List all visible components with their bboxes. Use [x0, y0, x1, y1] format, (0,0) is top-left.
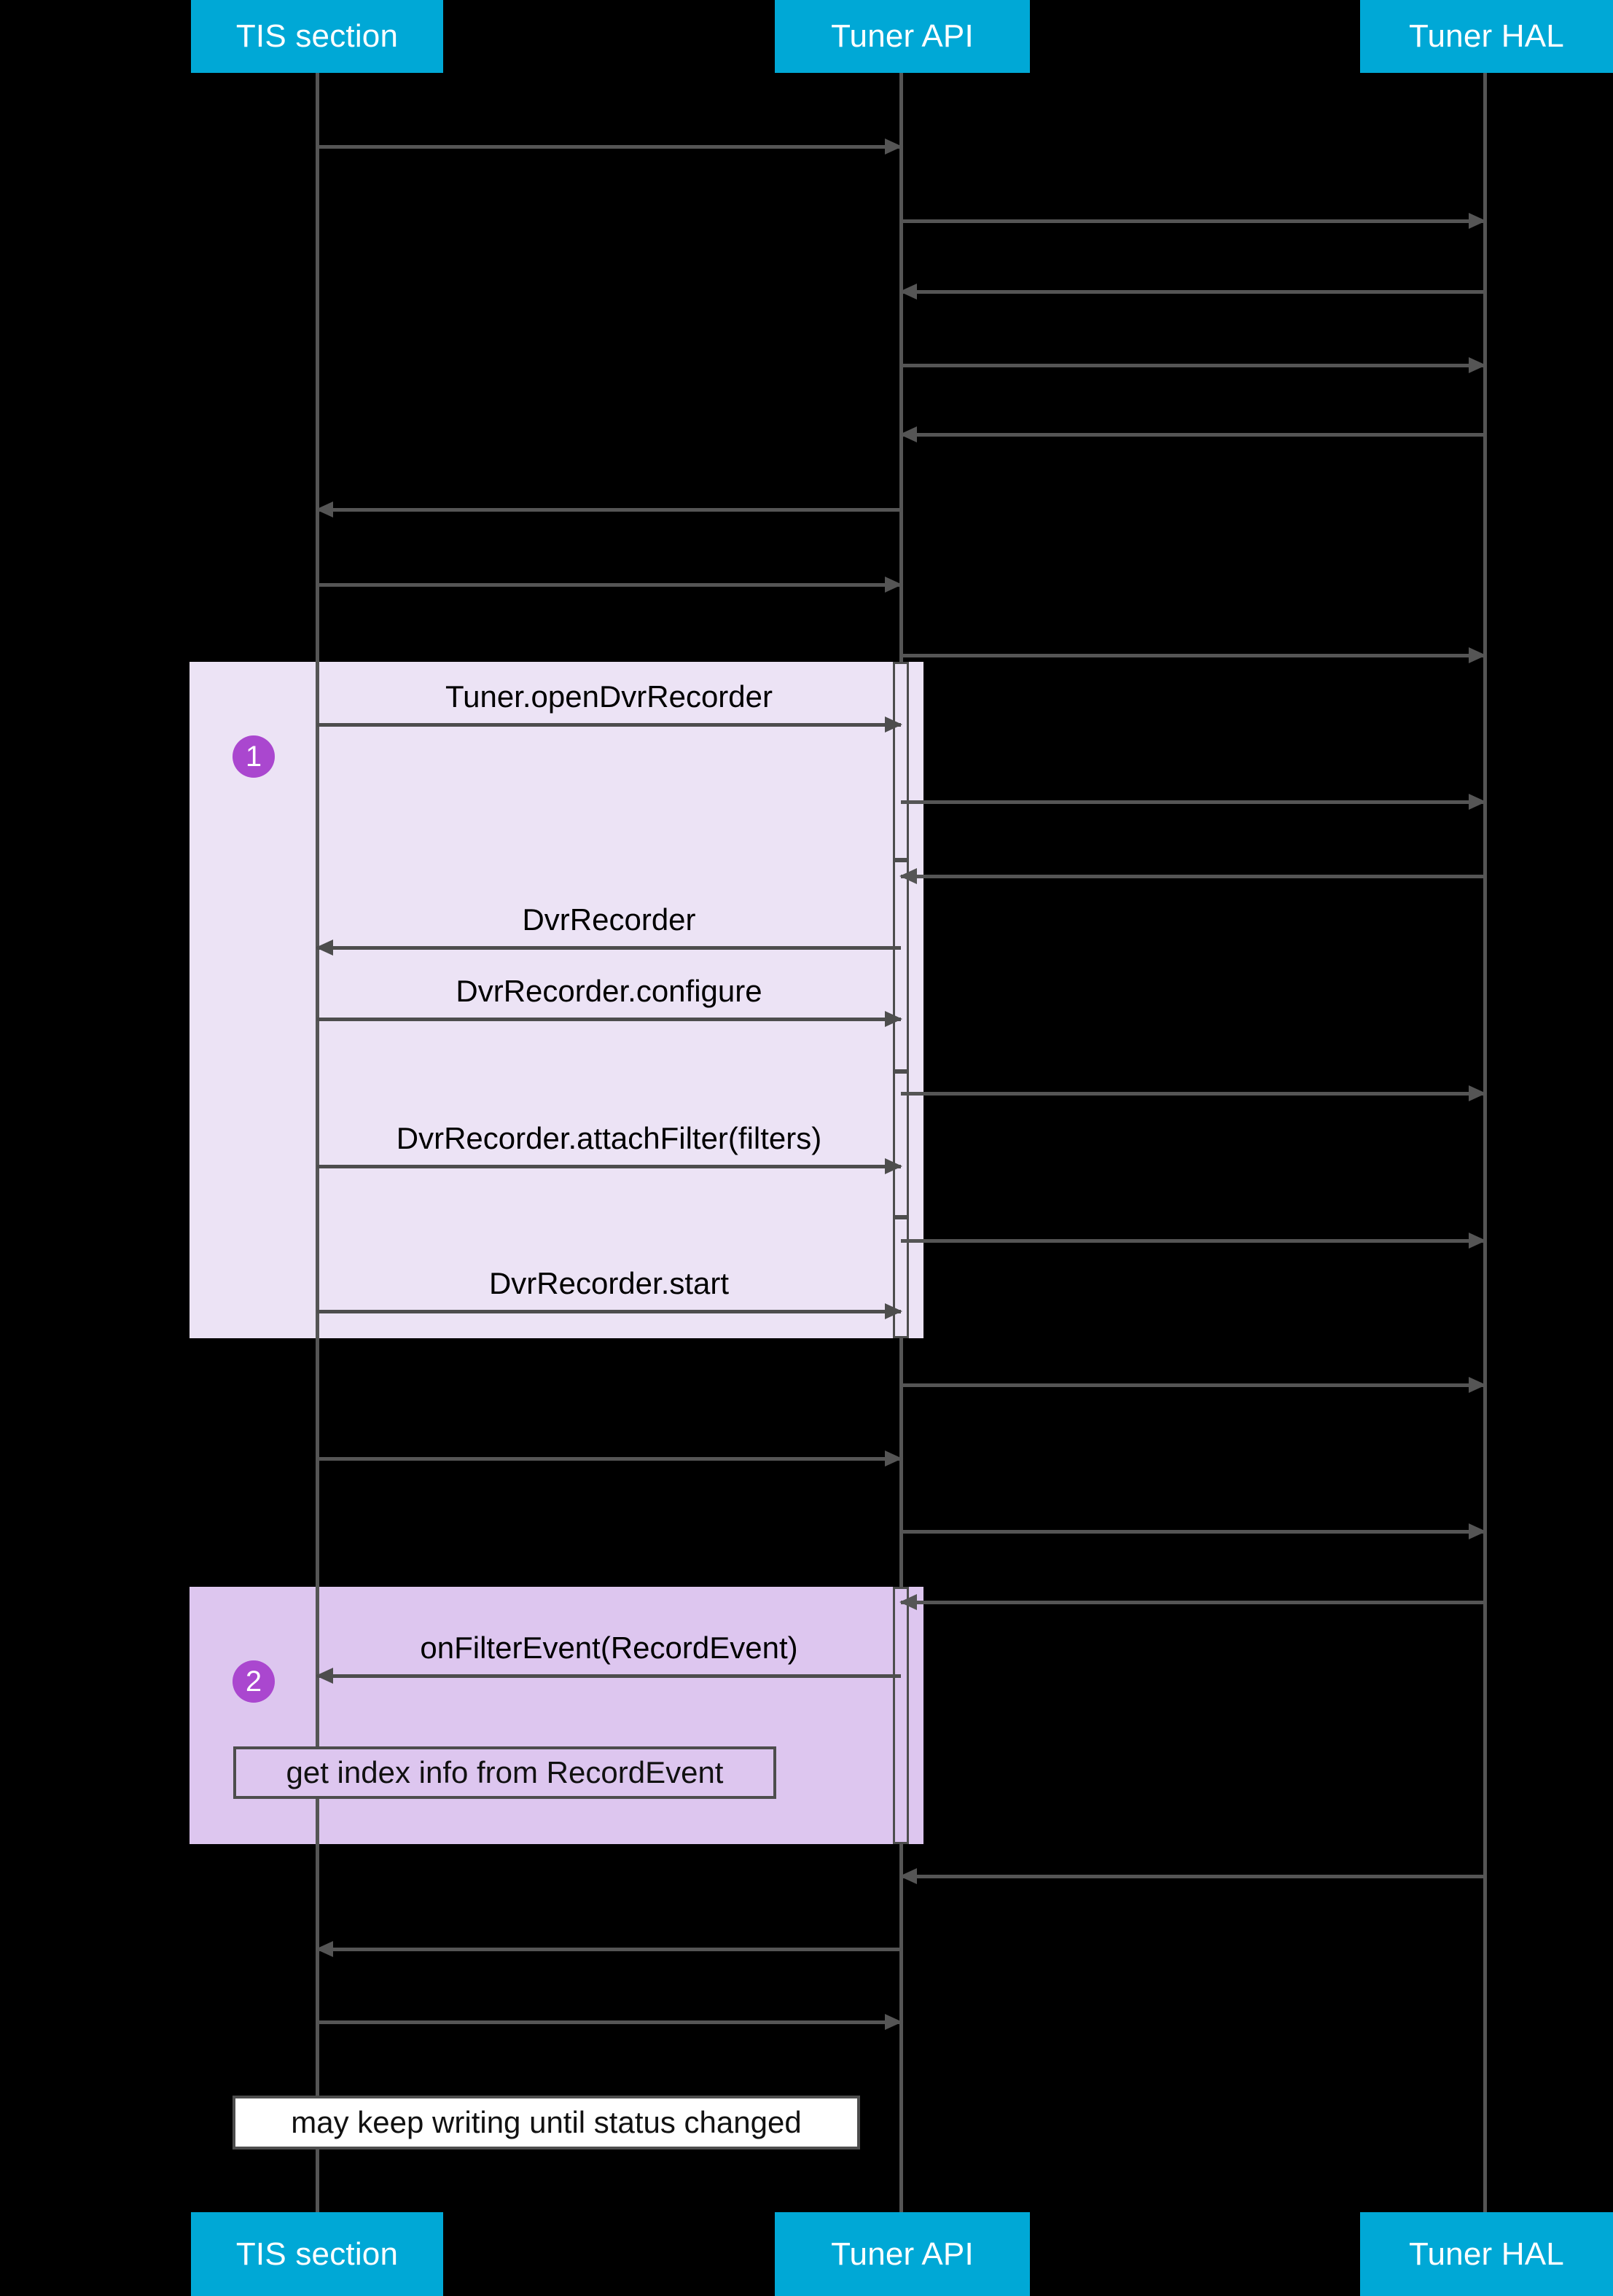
message-label: DvrRecorder.attachFilter(filters) — [396, 1121, 822, 1155]
message-line — [901, 1875, 1485, 1878]
message-line — [901, 433, 1485, 437]
participant-header-tis: TIS section — [191, 0, 443, 73]
arrowhead-right-icon — [1469, 1233, 1486, 1249]
arrowhead-right-icon — [885, 716, 902, 733]
arrowhead-left-icon — [899, 868, 917, 884]
message-line — [901, 1601, 1485, 1604]
arrowhead-right-icon — [885, 577, 902, 593]
message-label: Tuner.openDvrRecorder — [445, 679, 773, 714]
message-line — [317, 1018, 901, 1021]
lifeline-tis-over-group-1 — [316, 662, 319, 1338]
message-line — [317, 1165, 901, 1168]
activation-act-api-3 — [893, 1071, 909, 1217]
arrowhead-right-icon — [885, 2014, 902, 2030]
lifeline-hal — [1483, 73, 1487, 2212]
arrowhead-right-icon — [1469, 647, 1486, 663]
arrowhead-right-icon — [1469, 1523, 1486, 1539]
activation-act-api-5 — [893, 1587, 909, 1844]
message-label: onFilterEvent(RecordEvent) — [420, 1631, 798, 1665]
message-line — [317, 508, 901, 512]
message-line — [317, 1457, 901, 1461]
participant-footer-api: Tuner API — [775, 2212, 1030, 2296]
arrowhead-right-icon — [1469, 357, 1486, 373]
arrowhead-right-icon — [1469, 1377, 1486, 1393]
message-line — [901, 654, 1485, 657]
message-line — [901, 219, 1485, 223]
participant-footer-tis: TIS section — [191, 2212, 443, 2296]
activation-act-api-1 — [893, 662, 909, 860]
message-line — [901, 1092, 1485, 1096]
arrowhead-right-icon — [885, 1450, 902, 1467]
message-label: DvrRecorder — [522, 902, 696, 937]
arrowhead-left-icon — [899, 1594, 917, 1610]
message-line — [901, 875, 1485, 878]
arrowhead-right-icon — [1469, 1085, 1486, 1101]
message-label: DvrRecorder.start — [488, 1266, 730, 1300]
arrowhead-right-icon — [885, 1303, 902, 1319]
message-line — [317, 946, 901, 950]
message-line — [901, 800, 1485, 804]
message-line — [317, 1310, 901, 1313]
message-line — [901, 364, 1485, 367]
arrowhead-left-icon — [316, 1941, 333, 1957]
note-index-info: get index info from RecordEvent — [233, 1746, 776, 1799]
arrowhead-right-icon — [885, 138, 902, 155]
message-line — [901, 1383, 1485, 1387]
arrowhead-left-icon — [316, 940, 333, 956]
arrowhead-right-icon — [1469, 213, 1486, 229]
fragment-group-2 — [190, 1587, 923, 1844]
participant-header-hal: Tuner HAL — [1360, 0, 1613, 73]
participant-header-api: Tuner API — [775, 0, 1030, 73]
step-badge-1: 1 — [233, 735, 275, 778]
arrowhead-left-icon — [899, 426, 917, 442]
message-line — [317, 145, 901, 149]
arrowhead-right-icon — [885, 1011, 902, 1027]
message-line — [317, 1674, 901, 1678]
message-line — [901, 1239, 1485, 1243]
message-line — [901, 290, 1485, 294]
message-line — [317, 583, 901, 587]
arrowhead-left-icon — [316, 501, 333, 518]
activation-act-api-2 — [893, 860, 909, 1071]
note-keep-writing: may keep writing until status changed — [233, 2096, 860, 2149]
participant-footer-hal: Tuner HAL — [1360, 2212, 1613, 2296]
arrowhead-left-icon — [316, 1668, 333, 1684]
message-line — [317, 1948, 901, 1951]
arrowhead-right-icon — [1469, 794, 1486, 810]
arrowhead-left-icon — [899, 1868, 917, 1884]
message-line — [317, 2020, 901, 2024]
fragment-group-1 — [190, 662, 923, 1338]
step-badge-2: 2 — [233, 1660, 275, 1703]
lifeline-tis-over-group-2 — [316, 1587, 319, 1844]
message-label: DvrRecorder.configure — [456, 974, 762, 1008]
message-line — [317, 723, 901, 727]
message-line — [901, 1530, 1485, 1534]
arrowhead-right-icon — [885, 1158, 902, 1174]
arrowhead-left-icon — [899, 284, 917, 300]
